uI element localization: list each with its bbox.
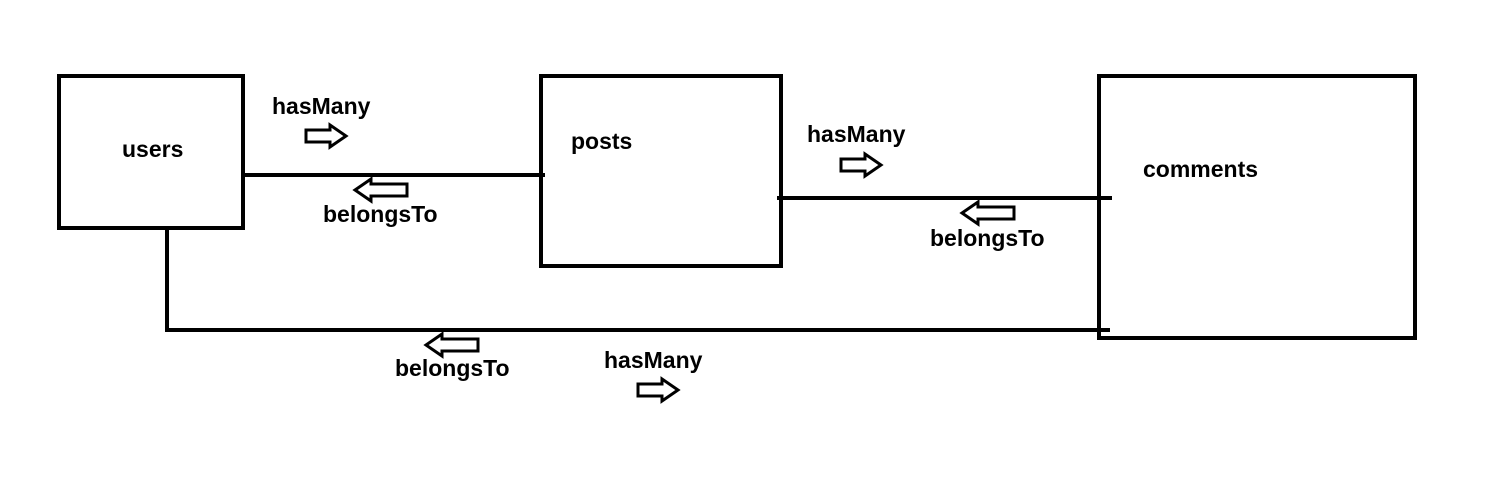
users-comments-hasmany-label: hasMany <box>604 347 703 373</box>
posts-comments-hasmany-label: hasMany <box>807 121 906 147</box>
left-arrow-icon <box>423 331 480 359</box>
users-entity: users <box>57 74 245 230</box>
right-arrow-icon <box>839 151 884 179</box>
comments-box <box>1097 74 1417 340</box>
posts-comments-relation: hasMany belongsTo <box>807 121 1045 251</box>
users-comments-belongsto-label: belongsTo <box>395 355 510 381</box>
users-posts-hasmany-label: hasMany <box>272 93 371 119</box>
right-arrow-icon <box>304 122 349 150</box>
comments-label: comments <box>1143 156 1258 182</box>
users-box <box>57 74 245 230</box>
comments-entity: comments <box>1097 74 1417 340</box>
users-label: users <box>122 136 183 162</box>
users-comments-connector <box>165 228 1110 332</box>
users-posts-belongsto-label: belongsTo <box>323 201 438 227</box>
posts-entity: posts <box>539 74 783 268</box>
left-arrow-icon <box>352 176 409 204</box>
posts-box <box>539 74 783 268</box>
users-posts-relation: hasMany belongsTo <box>272 93 438 227</box>
posts-label: posts <box>571 128 632 154</box>
left-arrow-icon <box>959 199 1016 227</box>
posts-comments-belongsto-label: belongsTo <box>930 225 1045 251</box>
users-comments-relation: belongsTo hasMany <box>395 331 703 404</box>
right-arrow-icon <box>636 376 681 404</box>
